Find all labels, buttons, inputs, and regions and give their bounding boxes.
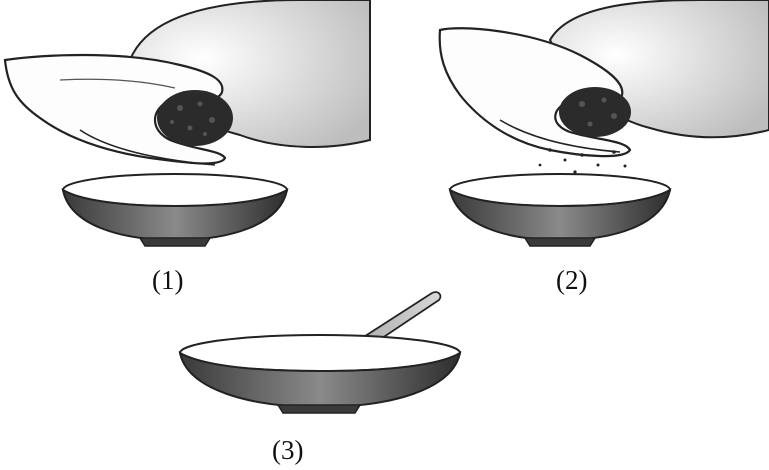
- step-2-label: (2): [556, 265, 587, 296]
- step-3-illustration: [160, 285, 480, 470]
- step-1-illustration: [0, 0, 380, 300]
- step-3-label: (3): [272, 435, 303, 466]
- bowl-with-spoon-drawing: [160, 285, 480, 470]
- step-2-illustration: [400, 0, 769, 300]
- hand-crumbling-drawing: [400, 0, 769, 300]
- hand-squeezing-drawing: [0, 0, 380, 300]
